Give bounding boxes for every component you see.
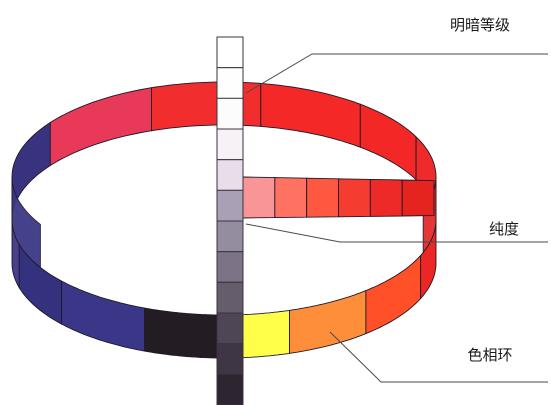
value-level-7 (217, 221, 243, 252)
value-level-front-10 (217, 313, 243, 344)
value-level-5 (217, 160, 243, 191)
value-level-front-9 (217, 282, 243, 313)
value-level-front-12 (217, 374, 243, 405)
chroma-step-5 (370, 179, 402, 216)
value-scale-front (217, 282, 243, 405)
value-level-2 (217, 68, 243, 99)
hue-segment-black (145, 308, 217, 358)
chroma-scale (243, 177, 434, 218)
value-level-3 (217, 98, 243, 129)
chroma-step-2 (275, 178, 307, 218)
value-level-6 (217, 190, 243, 221)
hue-segment-red-1 (152, 82, 261, 131)
chroma-step-6 (402, 180, 434, 216)
value-level-8 (217, 252, 243, 283)
hue-segment-red-orange (366, 256, 421, 334)
hue-segment-crimson (50, 88, 151, 166)
value-level-front-11 (217, 344, 243, 375)
hue-segment-orange (290, 291, 366, 354)
hue-segment-red-3 (360, 104, 416, 180)
chroma-step-1 (243, 177, 275, 218)
hue-segment-red-2 (261, 83, 361, 147)
chroma-step-4 (339, 179, 371, 217)
value-level-1 (217, 37, 243, 68)
hue-ring-leader (330, 332, 548, 382)
value-level-4 (217, 129, 243, 160)
chroma-label: 纯度 (489, 220, 519, 238)
value-scale-label: 明暗等级 (450, 16, 510, 34)
chroma-step-3 (307, 178, 339, 217)
hue-segment-blue (62, 281, 145, 351)
hue-ring-label: 色相环 (467, 346, 512, 364)
